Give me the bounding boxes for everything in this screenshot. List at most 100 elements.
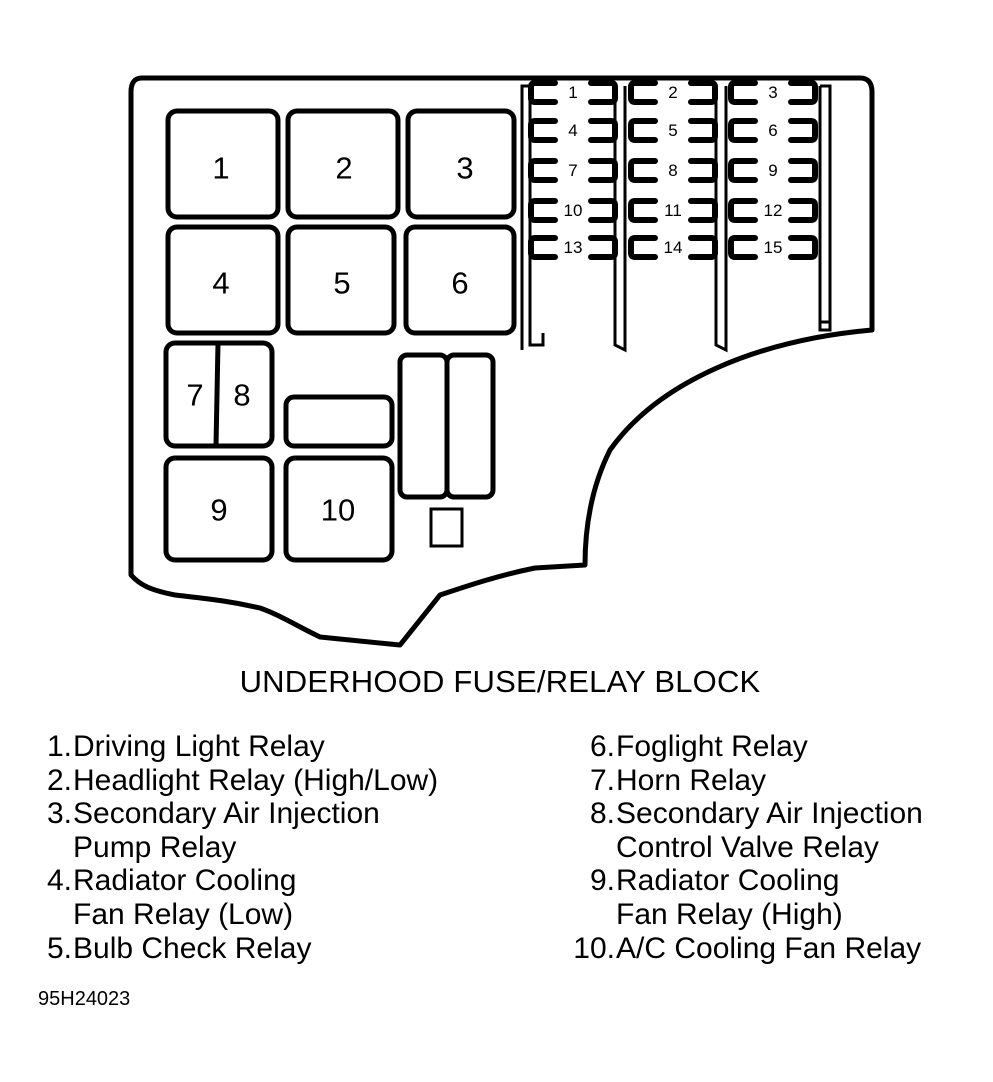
fuse-slot-left-clamp xyxy=(528,198,558,223)
legend-item-line: Headlight Relay (High/Low) xyxy=(73,763,439,797)
fuse-slot-right-clamp xyxy=(588,80,618,105)
legend-item-line: Control Valve Relay xyxy=(616,830,879,864)
fuse-slot-right-clamp xyxy=(688,158,718,183)
small-relay-box xyxy=(283,394,395,449)
legend-item-line: Radiator Cooling xyxy=(616,864,840,898)
legend-item-number: 4. xyxy=(46,864,72,898)
fuse-slot-right-clamp xyxy=(788,118,818,143)
relay-6-box xyxy=(403,224,517,336)
relay-label: 5 xyxy=(333,266,350,301)
fuse-bus-bar xyxy=(818,86,832,332)
relay-3-box xyxy=(405,108,517,220)
fuse-slot-left-clamp xyxy=(728,118,758,143)
legend-item-line: Fan Relay (Low) xyxy=(73,897,294,931)
relay-label: 2 xyxy=(335,151,352,186)
legend-item-number: 7. xyxy=(589,763,615,797)
fuse-slot-right-clamp xyxy=(688,198,718,223)
legend-item: 10.A/C Cooling Fan Relay xyxy=(560,932,923,966)
relay-5-box xyxy=(285,224,397,336)
relay-label: 3 xyxy=(456,151,473,186)
tall-relay-right-box xyxy=(444,352,496,500)
legend-item-number: 10. xyxy=(573,931,615,965)
legend-item-line: Secondary Air Injection xyxy=(73,797,380,831)
tall-relay-left-box xyxy=(397,352,450,500)
fuse-slot-right-clamp xyxy=(588,198,618,223)
fuse-slot-left-clamp xyxy=(628,235,658,260)
fuse-label: 6 xyxy=(768,121,777,140)
fuse-slot-left-clamp xyxy=(528,80,558,105)
fuse-slot-right-clamp xyxy=(788,235,818,260)
legend-item-line: A/C Cooling Fan Relay xyxy=(616,931,922,965)
fuse-slot-left-clamp xyxy=(628,198,658,223)
relay-label: 4 xyxy=(212,266,229,301)
fuse-slot-right-clamp xyxy=(688,118,718,143)
fuse-label: 1 xyxy=(568,83,577,102)
fuse-label: 11 xyxy=(664,201,682,220)
fuse-slot-left-clamp xyxy=(528,118,558,143)
figure-id: 95H24023 xyxy=(38,988,131,1010)
legend-item-number: 2. xyxy=(46,763,72,797)
relay-9-box xyxy=(163,455,275,563)
legend-item: 5.Bulb Check Relay xyxy=(36,932,438,966)
relay-label: 8 xyxy=(233,378,250,413)
fuse-label: 7 xyxy=(568,161,577,180)
fuse-label: 3 xyxy=(768,83,777,102)
relay-7-8-box xyxy=(163,340,275,449)
legend-item-text: Driving Light Relay xyxy=(72,730,325,764)
legend-item-text: Bulb Check Relay xyxy=(72,932,311,966)
legend-item-number: 6. xyxy=(589,730,615,763)
fuse-slot-left-clamp xyxy=(728,235,758,260)
legend-item-number: 1. xyxy=(46,730,72,763)
fuse-slot-right-clamp xyxy=(588,118,618,143)
legend-item-line: Foglight Relay xyxy=(616,730,808,763)
legend-item-number: 8. xyxy=(589,797,615,831)
legend-item-line: Driving Light Relay xyxy=(73,730,325,763)
fuse-slot-right-clamp xyxy=(588,158,618,183)
legend-item-line: Radiator Cooling xyxy=(73,864,297,898)
legend-item-number: 3. xyxy=(46,797,72,831)
relay-label: 1 xyxy=(212,151,229,186)
legend-item-line: Pump Relay xyxy=(73,830,237,864)
relay-label: 9 xyxy=(210,493,227,528)
legend-item-line: Secondary Air Injection xyxy=(616,797,923,831)
legend-item: 1.Driving Light Relay xyxy=(36,730,438,764)
relay-2-box xyxy=(285,108,401,220)
fuse-slot-right-clamp xyxy=(688,80,718,105)
relay-7-8-divider xyxy=(213,342,221,447)
relay-4-box xyxy=(165,224,281,336)
fuse-slot-left-clamp xyxy=(528,158,558,183)
legend-item-text: Horn Relay xyxy=(615,764,766,798)
fuse-label: 4 xyxy=(568,121,577,140)
legend-item-line: Bulb Check Relay xyxy=(73,931,312,965)
fuse-label: 5 xyxy=(668,121,677,140)
fuse-label: 9 xyxy=(768,161,777,180)
small-fuse-slot xyxy=(429,507,464,548)
legend-item: 6.Foglight Relay xyxy=(560,730,923,764)
fuse-slot-left-clamp xyxy=(628,118,658,143)
legend-item-number: 5. xyxy=(46,931,72,965)
relay-label: 6 xyxy=(451,266,468,301)
fuse-slot-right-clamp xyxy=(788,80,818,105)
fuse-slot-right-clamp xyxy=(588,235,618,260)
relay-1-box xyxy=(165,108,281,220)
legend-item-text: A/C Cooling Fan Relay xyxy=(615,932,921,966)
legend-item: 2.Headlight Relay (High/Low) xyxy=(36,764,438,798)
legend-item-line: Fan Relay (High) xyxy=(616,897,843,931)
fuse-label: 2 xyxy=(668,83,677,102)
legend-item-number: 9. xyxy=(589,864,615,898)
relay-label: 7 xyxy=(186,378,203,413)
diagram-caption: UNDERHOOD FUSE/RELAY BLOCK xyxy=(239,664,761,699)
fuse-label: 8 xyxy=(668,161,677,180)
fuse-slot-left-clamp xyxy=(628,158,658,183)
